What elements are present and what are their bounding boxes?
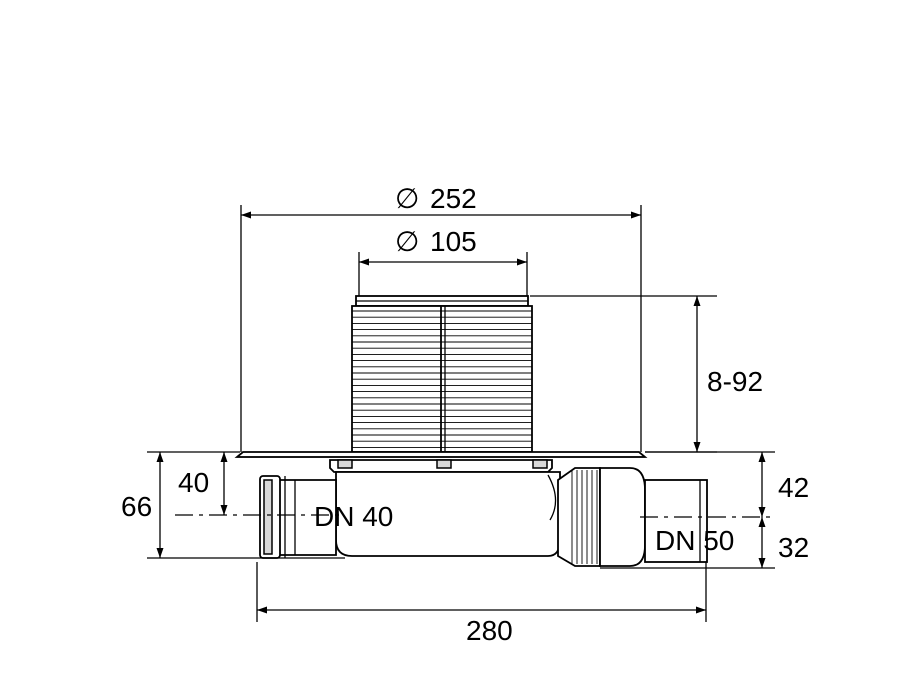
dimension-flange-diameter: ∅ 252 [240, 183, 642, 452]
inlet-pipe-dn40 [259, 475, 337, 559]
dimension-inlet-height: 40 [178, 452, 228, 515]
diameter-symbol: ∅ [395, 183, 419, 214]
height-range-label: 8-92 [707, 366, 763, 397]
drain-housing [329, 459, 561, 557]
outlet-height-label: 42 [778, 472, 809, 503]
dimension-height-range: 8-92 [530, 295, 763, 453]
clip-right [532, 459, 548, 469]
outlet-dn-label: DN 50 [655, 525, 734, 556]
dimension-total-length: 280 [256, 562, 707, 646]
inlet-dn-label: DN 40 [314, 501, 393, 532]
total-height-label: 66 [121, 491, 152, 522]
diameter-symbol: ∅ [395, 226, 419, 257]
body-diameter-label: 105 [430, 226, 477, 257]
outlet-pipe-dn50 [557, 467, 708, 567]
flange-diameter-label: 252 [430, 183, 477, 214]
clip-center [436, 459, 452, 469]
dimension-body-diameter: ∅ 105 [358, 226, 528, 300]
body-ribs [352, 310, 532, 448]
clip-left [337, 459, 353, 469]
flange-plate [234, 451, 648, 458]
dimension-outlet: 42 32 [600, 451, 809, 569]
outlet-ribs [571, 470, 598, 564]
total-length-label: 280 [466, 615, 513, 646]
outlet-offset-label: 32 [778, 532, 809, 563]
adjustable-body [351, 295, 533, 453]
inlet-height-label: 40 [178, 467, 209, 498]
pipe-centerlines [175, 514, 775, 518]
